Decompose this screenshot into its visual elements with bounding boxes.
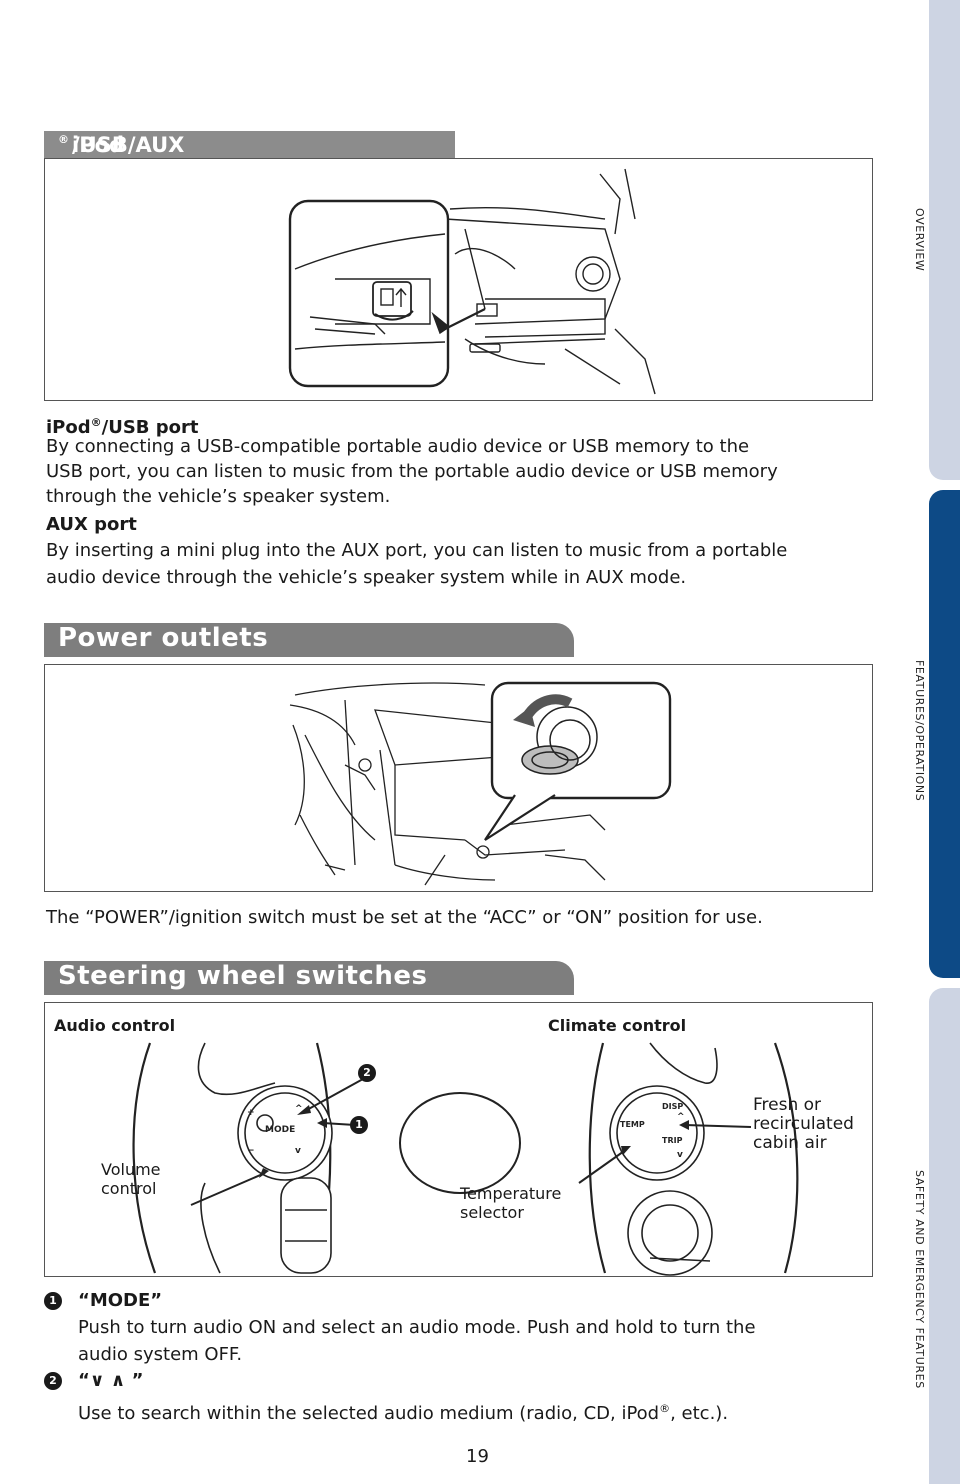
side-tab-overview[interactable]: [929, 0, 960, 480]
callout-badge-2: 2: [358, 1064, 376, 1082]
usb-title-main: iPod: [46, 417, 91, 438]
seek-description: Use to search within the selected audio …: [78, 1396, 868, 1426]
side-tab-features-active[interactable]: [929, 490, 960, 978]
temp-line2: selector: [460, 1203, 524, 1222]
usb-port-title: iPod®/USB port: [46, 410, 876, 440]
disp-button[interactable]: DISP: [662, 1102, 684, 1111]
usb-description-line3: through the vehicle’s speaker system.: [46, 486, 391, 507]
fresh-line3: cabin air: [753, 1133, 827, 1153]
mode-title: “MODE”: [78, 1290, 163, 1311]
side-tab-label-safety: SAFETY AND EMERGENCY FEATURES: [913, 1170, 926, 1389]
ipod-header-reg: ®: [58, 133, 69, 146]
ipod-usb-aux-header: iPod®/USB/AUX port: [44, 131, 455, 181]
power-outlet-drawing: [289, 681, 672, 886]
fresh-line1: Fresh or: [753, 1095, 822, 1115]
svg-text:−: −: [247, 1146, 255, 1156]
volume-control-callout: Volume control: [101, 1160, 161, 1198]
volume-line1: Volume: [101, 1160, 161, 1179]
temp-button[interactable]: TEMP: [620, 1120, 645, 1129]
seek-title: “∨ ∧ ”: [78, 1370, 144, 1391]
mode-description-line2: audio system OFF.: [78, 1344, 243, 1365]
seek-desc-main: Use to search within the selected audio …: [78, 1403, 660, 1424]
instruction-badge-1: 1: [44, 1292, 62, 1310]
volume-line2: control: [101, 1179, 157, 1198]
usb-title-rest: /USB port: [101, 417, 199, 438]
temperature-selector-callout: Temperature selector: [460, 1184, 561, 1222]
aux-port-title: AUX port: [46, 514, 137, 535]
ipod-port-illustration: [44, 158, 873, 401]
steering-wheel-illustration: + − ^ v ^ v: [44, 1002, 873, 1277]
mode-button[interactable]: MODE: [265, 1125, 296, 1135]
fresh-line2: recirculated: [753, 1114, 854, 1134]
power-outlets-header: Power outlets: [44, 623, 574, 657]
steering-switches-title: Steering wheel switches: [58, 961, 428, 991]
svg-text:v: v: [295, 1146, 301, 1156]
callout-badge-1: 1: [350, 1116, 368, 1134]
mode-description-line1: Push to turn audio ON and select an audi…: [78, 1317, 756, 1338]
seek-desc-reg: ®: [659, 1402, 671, 1415]
side-tab-safety[interactable]: [929, 988, 960, 1484]
svg-text:^: ^: [295, 1104, 303, 1114]
seek-desc-rest: , etc.).: [670, 1403, 729, 1424]
power-outlet-illustration: [44, 664, 873, 892]
fresh-recirculated-callout: Fresh or recirculated cabin air: [753, 1096, 854, 1153]
power-outlets-title: Power outlets: [58, 623, 269, 653]
steering-wheel-drawing: + − ^ v ^ v: [132, 1042, 799, 1276]
svg-text:+: +: [247, 1108, 255, 1118]
dashboard-usb-drawing: [288, 168, 656, 395]
trip-button[interactable]: TRIP: [662, 1136, 683, 1145]
side-tab-label-overview: OVERVIEW: [913, 208, 926, 272]
temp-line1: Temperature: [460, 1184, 562, 1203]
aux-description-line2: audio device through the vehicle’s speak…: [46, 567, 687, 588]
usb-title-reg: ®: [90, 416, 102, 429]
steering-switches-header: Steering wheel switches: [44, 961, 574, 995]
audio-control-label: Audio control: [54, 1016, 176, 1035]
climate-control-label: Climate control: [548, 1016, 687, 1035]
usb-description-line2: USB port, you can listen to music from t…: [46, 461, 778, 482]
power-outlet-note: The “POWER”/ignition switch must be set …: [46, 907, 763, 928]
aux-description-line1: By inserting a mini plug into the AUX po…: [46, 540, 788, 561]
instruction-badge-2: 2: [44, 1372, 62, 1390]
usb-description-line1: By connecting a USB-compatible portable …: [46, 436, 750, 457]
ipod-header-main: iPod: [72, 133, 125, 157]
page-number: 19: [466, 1446, 489, 1467]
svg-text:^: ^: [677, 1112, 685, 1122]
svg-text:v: v: [677, 1150, 683, 1160]
side-tab-label-features: FEATURES/OPERATIONS: [913, 660, 926, 802]
